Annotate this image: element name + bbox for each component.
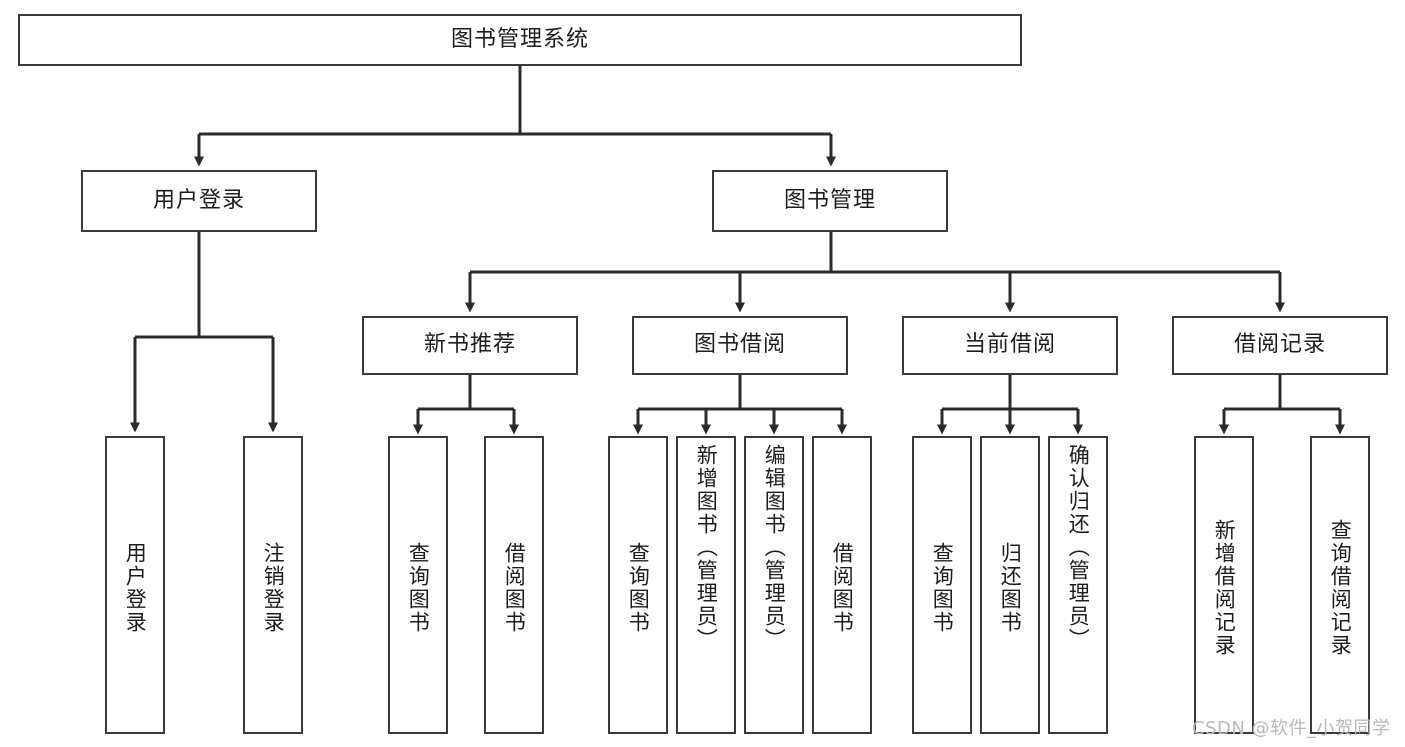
node-current-borrow[interactable]: 当前借阅 xyxy=(902,316,1118,375)
node-book-management[interactable]: 图书管理 xyxy=(712,170,948,232)
node-label: 确认归还（管理员） xyxy=(1066,444,1091,651)
node-label: 新增图书（管理员） xyxy=(694,444,719,651)
leaf-br-add-record[interactable]: 新增借阅记录 xyxy=(1194,436,1254,734)
leaf-user-login-do[interactable]: 用户登录 xyxy=(105,436,165,734)
leaf-bb-borrow-book[interactable]: 借阅图书 xyxy=(812,436,872,734)
node-label: 新书推荐 xyxy=(423,332,516,358)
node-borrow-records[interactable]: 借阅记录 xyxy=(1172,316,1388,375)
node-label: 图书管理 xyxy=(783,187,876,213)
leaf-nbr-borrow-book[interactable]: 借阅图书 xyxy=(484,436,544,734)
node-label: 新增借阅记录 xyxy=(1212,519,1237,657)
node-book-borrow[interactable]: 图书借阅 xyxy=(632,316,848,375)
node-label: 注销登录 xyxy=(261,542,286,634)
leaf-bb-edit-book[interactable]: 编辑图书（管理员） xyxy=(744,436,804,734)
leaf-cb-return-book[interactable]: 归还图书 xyxy=(980,436,1040,734)
node-label: 编辑图书（管理员） xyxy=(762,444,787,651)
leaf-user-logout[interactable]: 注销登录 xyxy=(243,436,303,734)
node-user-login[interactable]: 用户登录 xyxy=(81,170,317,232)
node-label: 查询图书 xyxy=(406,542,431,634)
node-label: 用户登录 xyxy=(152,187,245,213)
node-label: 图书借阅 xyxy=(693,332,786,358)
node-root-system[interactable]: 图书管理系统 xyxy=(18,14,1022,66)
node-label: 借阅图书 xyxy=(502,542,527,634)
node-label: 借阅图书 xyxy=(830,542,855,634)
node-label: 查询图书 xyxy=(930,542,955,634)
node-label: 查询图书 xyxy=(626,542,651,634)
leaf-bb-add-book[interactable]: 新增图书（管理员） xyxy=(676,436,736,734)
csdn-watermark: CSDN @软件_小贺同学 xyxy=(1192,718,1391,739)
node-label: 查询借阅记录 xyxy=(1328,519,1353,657)
node-label: 用户登录 xyxy=(123,542,148,634)
leaf-bb-query-book[interactable]: 查询图书 xyxy=(608,436,668,734)
node-label: 借阅记录 xyxy=(1233,332,1326,358)
leaf-br-query-record[interactable]: 查询借阅记录 xyxy=(1310,436,1370,734)
node-new-book-recommend[interactable]: 新书推荐 xyxy=(362,316,578,375)
node-label: 图书管理系统 xyxy=(450,26,589,52)
node-label: 当前借阅 xyxy=(963,332,1056,358)
leaf-cb-confirm-return[interactable]: 确认归还（管理员） xyxy=(1048,436,1108,734)
leaf-nbr-query-book[interactable]: 查询图书 xyxy=(388,436,448,734)
node-label: 归还图书 xyxy=(998,542,1023,634)
leaf-cb-query-book[interactable]: 查询图书 xyxy=(912,436,972,734)
